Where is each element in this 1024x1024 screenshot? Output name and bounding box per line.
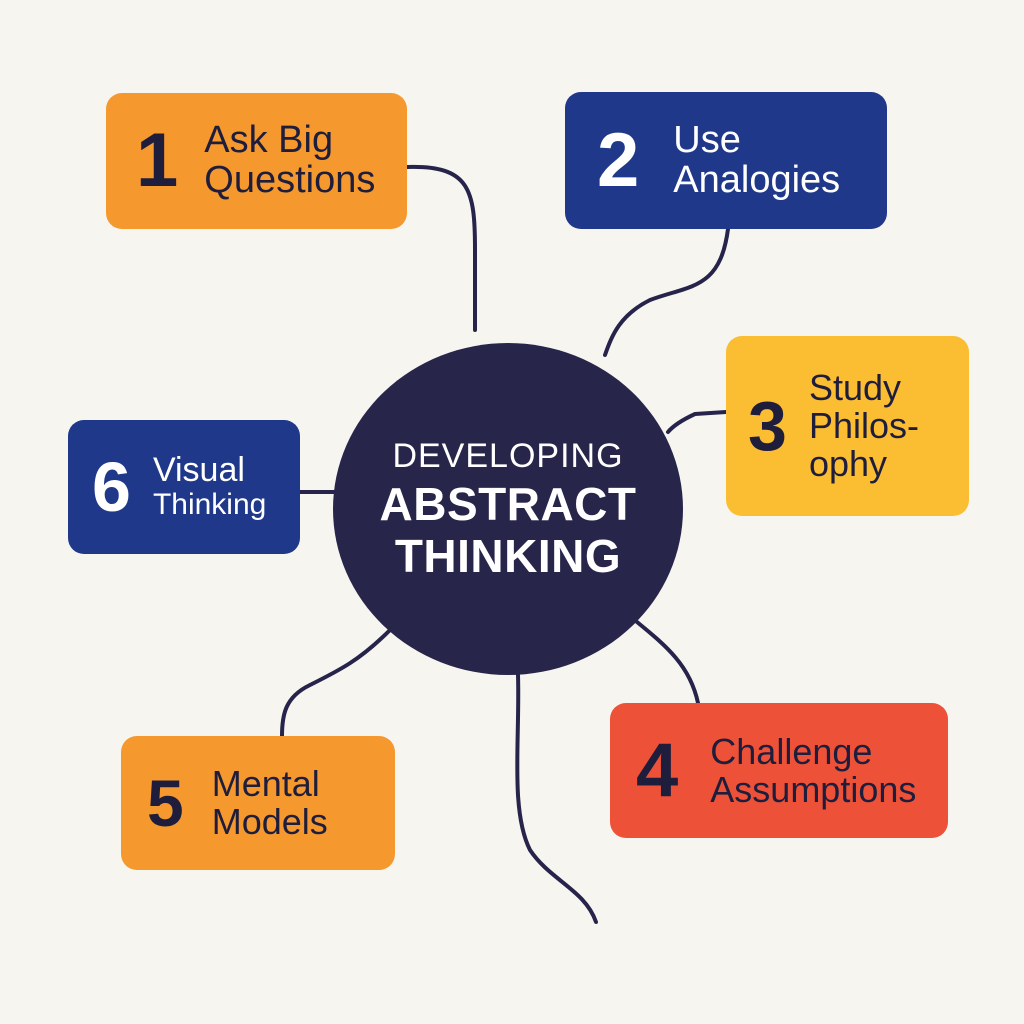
node-use-analogies: 2 Use Analogies: [565, 92, 887, 229]
connector-node-3: [666, 410, 728, 434]
node-number: 6: [92, 448, 131, 526]
node-number: 4: [636, 727, 679, 813]
node-mental-models: 5 Mental Models: [121, 736, 395, 870]
node-label-line: Questions: [204, 159, 376, 201]
connector-node-1: [405, 164, 477, 332]
central-topic-line-1: DEVELOPING: [392, 436, 624, 475]
central-topic-line-3: THINKING: [394, 529, 622, 582]
connector-node-5: [280, 628, 392, 738]
node-label: Visual Thinking: [153, 453, 266, 520]
connector-node-4: [635, 620, 700, 705]
node-label-line: Philos-: [808, 405, 919, 447]
node-number: 1: [136, 118, 179, 203]
connector-node-2: [603, 227, 730, 357]
node-label: Ask Big Questions: [204, 119, 376, 201]
node-label-line: Ask Big: [204, 119, 334, 162]
node-number: 3: [748, 387, 787, 465]
connector-tail: [515, 673, 598, 924]
node-label: Mental Models: [212, 765, 328, 841]
node-number: 2: [597, 117, 640, 203]
node-label-line: ophy: [808, 442, 888, 484]
node-label-line: Analogies: [673, 158, 841, 201]
central-topic: DEVELOPING ABSTRACT THINKING: [333, 343, 683, 675]
node-label-line: Mental: [211, 763, 320, 805]
node-study-philosophy: 3 Study Philos- ophy: [726, 336, 969, 516]
node-visual-thinking: 6 Visual Thinking: [68, 420, 300, 554]
node-label-line: Study: [808, 367, 901, 409]
node-label-line: Models: [211, 801, 328, 842]
node-label-line: Thinking: [152, 488, 267, 522]
central-topic-line-2: ABSTRACT: [379, 477, 637, 530]
node-label-line: Assumptions: [710, 768, 917, 810]
node-label: Study Philos- ophy: [809, 369, 919, 482]
node-label-line: Challenge: [710, 730, 873, 772]
node-label: Challenge Assumptions: [710, 730, 917, 810]
node-number: 5: [147, 766, 184, 840]
node-label-line: Use: [673, 118, 741, 161]
node-challenge-assumptions: 4 Challenge Assumptions: [610, 703, 948, 838]
node-label-line: Visual: [152, 451, 245, 490]
node-ask-big-questions: 1 Ask Big Questions: [106, 93, 407, 229]
node-label: Use Analogies: [673, 118, 841, 201]
